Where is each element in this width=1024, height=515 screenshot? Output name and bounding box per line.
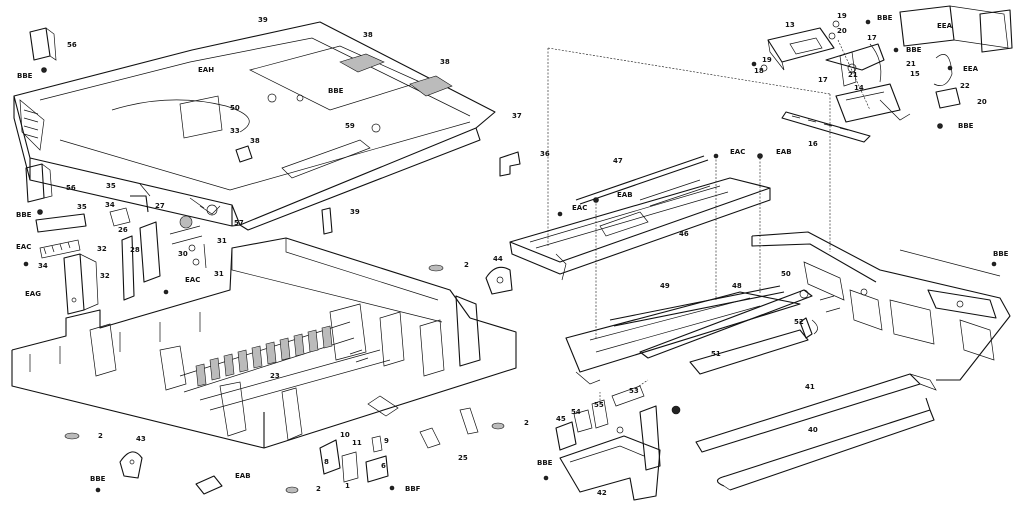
callout-label: 37 — [512, 112, 522, 120]
callout-label: 51 — [711, 350, 721, 358]
callout-label: 9 — [384, 437, 389, 445]
callout-label: 39 — [350, 208, 360, 216]
callout-label: 11 — [352, 439, 362, 447]
callout-label: 43 — [136, 435, 146, 443]
callout-label: 41 — [805, 383, 815, 391]
callout-label: 1 — [345, 482, 350, 490]
callout-label: 42 — [597, 489, 607, 497]
callout-label: EAC — [730, 148, 745, 156]
callout-label: 38 — [250, 137, 260, 145]
callout-label: 10 — [340, 431, 350, 439]
callout-label: 56 — [66, 184, 76, 192]
bottom-right-parts — [543, 373, 937, 501]
callout-label: 55 — [594, 401, 604, 409]
callout-label: 18 — [754, 67, 764, 75]
top-right-bracket-parts — [751, 5, 1013, 143]
callout-label: 2 — [98, 432, 103, 440]
callout-label: 16 — [808, 140, 818, 148]
callout-label: EAC — [16, 243, 31, 251]
callout-label: 21 — [848, 71, 858, 79]
callout-label: 17 — [818, 76, 828, 84]
callout-label: 20 — [837, 27, 847, 35]
callout-label: EAB — [776, 148, 792, 156]
callout-label: BBE — [16, 211, 32, 219]
callout-label: 14 — [854, 84, 864, 92]
callout-label: 6 — [381, 462, 386, 470]
callout-label: BBE — [90, 475, 106, 483]
callout-label: BBE — [877, 14, 893, 22]
callout-label: 53 — [629, 387, 639, 395]
callout-label: 33 — [230, 127, 240, 135]
callout-label: 49 — [660, 282, 670, 290]
callout-label: 44 — [493, 255, 503, 263]
callout-label: 38 — [440, 58, 450, 66]
callout-label: EAB — [235, 472, 251, 480]
callout-label: 13 — [785, 21, 795, 29]
callout-label: 50 — [230, 104, 240, 112]
callout-label: 35 — [106, 182, 116, 190]
callout-label: 15 — [910, 70, 920, 78]
callout-label: 2 — [464, 261, 469, 269]
callout-label: 31 — [214, 270, 224, 278]
callout-label: 8 — [324, 458, 329, 466]
callout-label: BBF — [405, 485, 421, 493]
callout-label: EAG — [25, 290, 41, 298]
callout-label: 19 — [762, 56, 772, 64]
callout-label: 23 — [270, 372, 280, 380]
callout-label: 39 — [258, 16, 268, 24]
callout-label: 40 — [808, 426, 818, 434]
lower-base-frame — [11, 237, 517, 494]
top-cover-assembly — [13, 21, 496, 231]
callout-label: EAC — [572, 204, 587, 212]
callout-label: 54 — [571, 408, 581, 416]
right-side-frame — [751, 231, 1011, 381]
callout-label: 34 — [38, 262, 48, 270]
callout-label: EAC — [185, 276, 200, 284]
callout-label: EEA — [963, 65, 979, 73]
callout-label: 19 — [837, 12, 847, 20]
callout-label: 28 — [130, 246, 140, 254]
callout-label: 57 — [234, 219, 244, 227]
callout-label: 45 — [556, 415, 566, 423]
callout-label: BBE — [17, 72, 33, 80]
callout-label: 22 — [960, 82, 970, 90]
callout-label: 34 — [105, 201, 115, 209]
callout-label: 27 — [155, 202, 165, 210]
callout-label: EAH — [198, 66, 214, 74]
callout-label: 48 — [732, 282, 742, 290]
callout-label: BBE — [537, 459, 553, 467]
lower-left-parts — [95, 435, 395, 495]
callout-label: 46 — [679, 230, 689, 238]
callout-label: 25 — [458, 454, 468, 462]
callout-label: BBE — [993, 250, 1009, 258]
left-bracket-parts — [23, 27, 521, 315]
callout-label: 2 — [316, 485, 321, 493]
callout-label: BBE — [958, 122, 974, 130]
callout-label: BBE — [328, 87, 344, 95]
callout-label: 21 — [906, 60, 916, 68]
callout-label: 36 — [540, 150, 550, 158]
callout-label: EEA — [937, 22, 953, 30]
callout-label: 50 — [781, 270, 791, 278]
callout-label: 52 — [794, 318, 804, 326]
callout-label: 2 — [524, 419, 529, 427]
callout-label: 56 — [67, 41, 77, 49]
callout-label: 32 — [100, 272, 110, 280]
callout-label: 26 — [118, 226, 128, 234]
callout-label: 32 — [97, 245, 107, 253]
callout-label: 31 — [217, 237, 227, 245]
callout-label: 17 — [867, 34, 877, 42]
callout-label: 38 — [363, 31, 373, 39]
callout-label: 30 — [178, 250, 188, 258]
callout-label: 47 — [613, 157, 623, 165]
callout-label: EAB — [617, 191, 633, 199]
callout-label: BBE — [906, 46, 922, 54]
callout-label: 20 — [977, 98, 987, 106]
carriage-shaft-assembly — [485, 47, 831, 385]
callout-label: 35 — [77, 203, 87, 211]
callout-label: 59 — [345, 122, 355, 130]
